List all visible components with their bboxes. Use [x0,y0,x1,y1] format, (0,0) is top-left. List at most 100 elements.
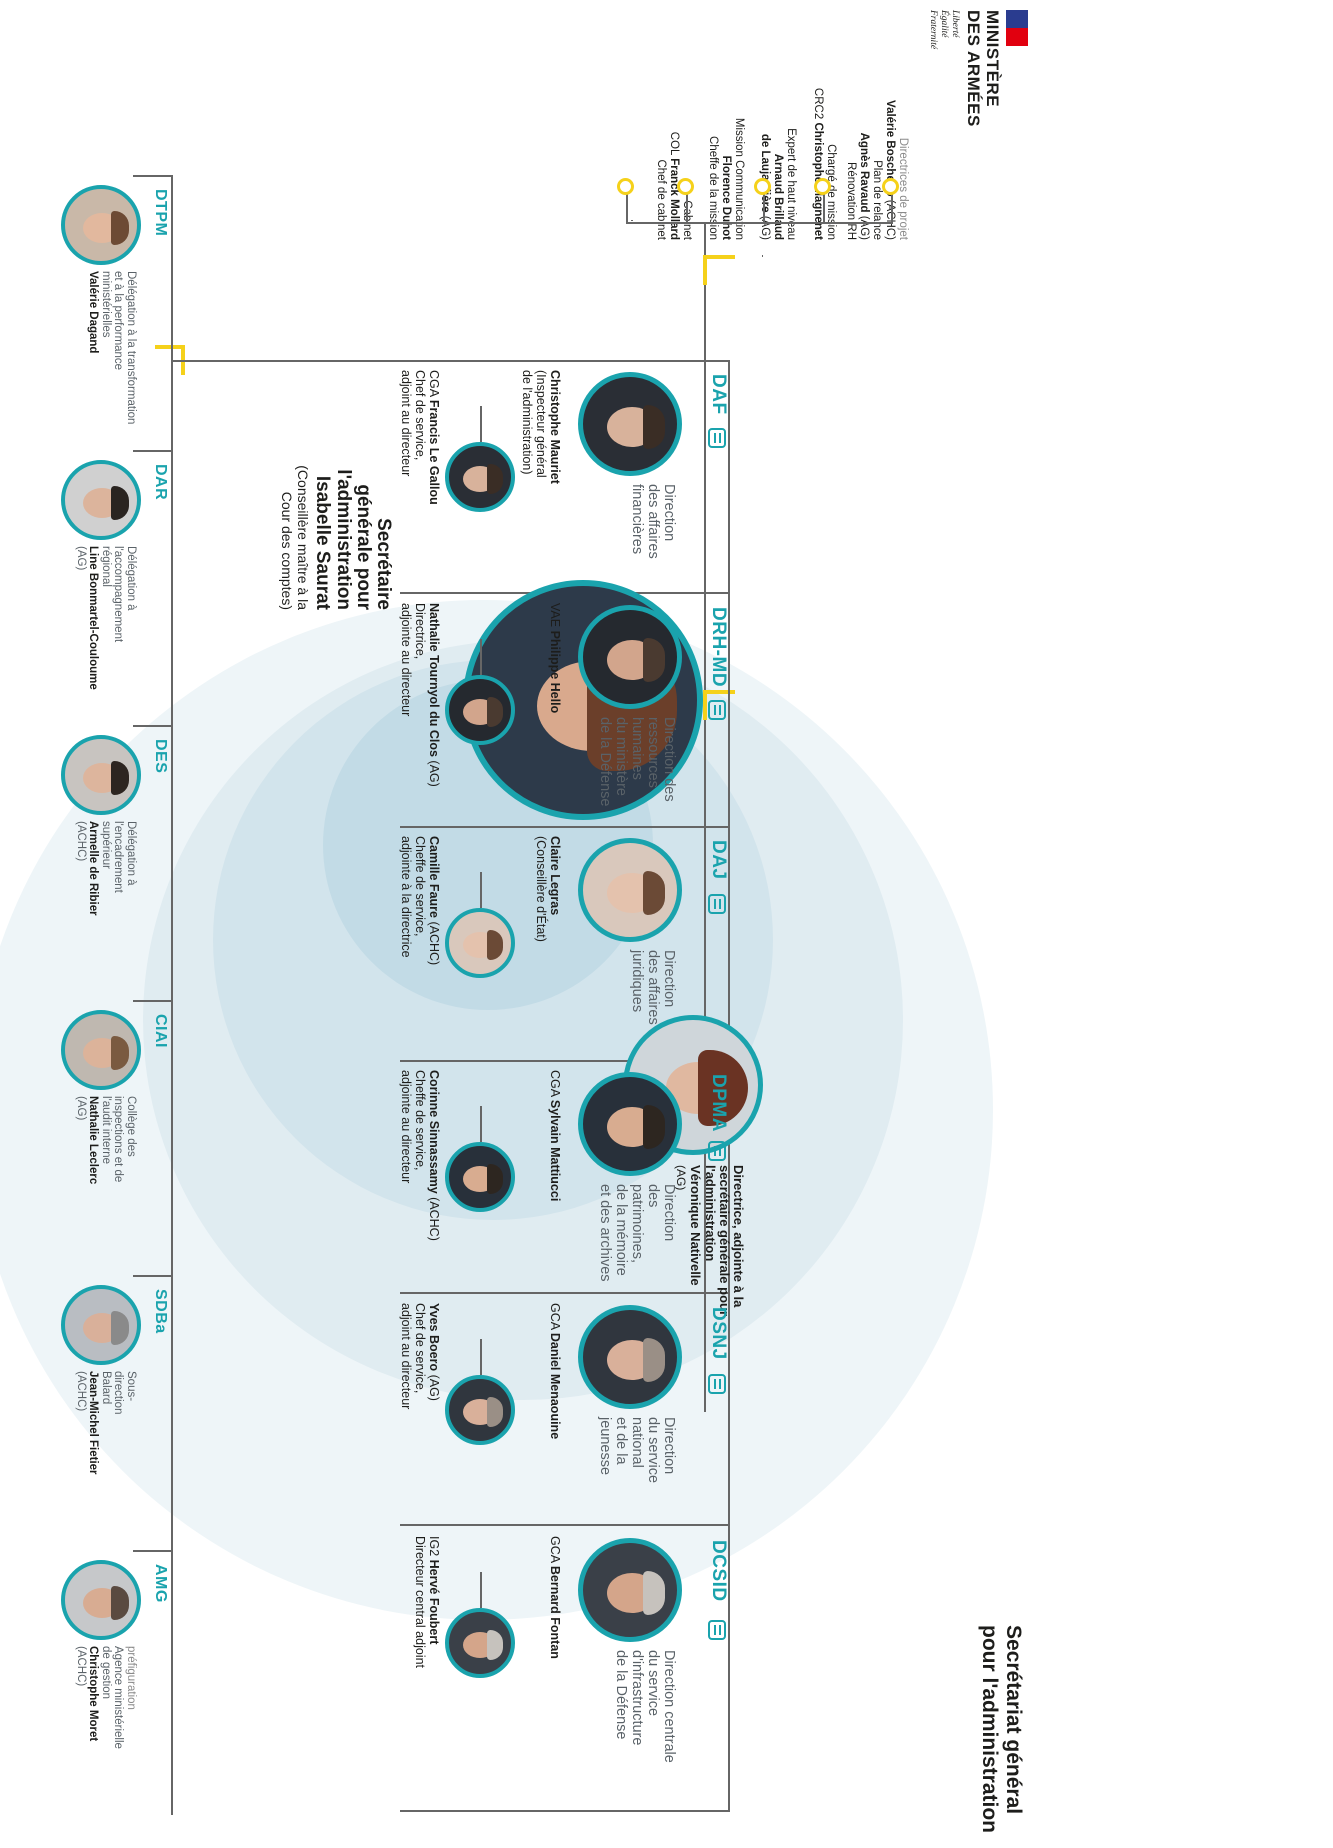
people-group-icon [705,697,731,723]
delegation-head-photo [61,460,141,540]
cabinet-stub [686,190,688,224]
deputy-connector-line [480,872,482,908]
youth-icon [705,1371,731,1397]
directorate-head-photo [578,372,682,476]
directorate-head-photo [578,838,682,942]
cabinet-stub [891,190,893,224]
directorate-deputy: Camille Faure (ACHC)Cheffe de service,ad… [399,836,441,966]
directorate-deputy: Corinne Sinnassamy (ACHC)Cheffe de servi… [399,1070,441,1241]
junction-marker [705,255,735,259]
cabinet-node [882,178,899,195]
directorate-code: DAF [708,374,729,415]
delegation-head-photo [61,1560,141,1640]
motto-3: Fraternité [928,10,938,50]
directorate-head: GCA Daniel Menaouine [548,1303,562,1440]
directorate-code: DPMA [708,1074,729,1132]
directorate-head: CGA Sylvain Mattiucci [548,1070,562,1202]
directorate-deputy-photo [445,442,515,512]
deputy-connector-line [480,406,482,442]
delegation-code: SDBa [152,1289,169,1334]
delegation-head-photo [61,1285,141,1365]
junction-marker [703,255,707,285]
secretary-name: Isabelle Saurat [312,475,333,610]
directorate-deputy: Yves Boero (AG)Chef de service,adjoint a… [399,1303,441,1410]
directorate-deputy: Nathalie Tournyol du Clos (AG)Directrice… [399,603,441,787]
flag-icon [1006,10,1028,46]
money-bag-icon [705,425,731,451]
page-title-line1: Secrétariat général [1002,1625,1025,1815]
directorate-deputy-photo [445,1608,515,1678]
directorate-deputy-photo [445,908,515,978]
delegation-bus [171,175,173,1815]
delegation-code: AMG [152,1564,169,1603]
motto-2: Égalité [939,10,949,38]
cabinet-item: Directrices de projet Valérie Boschetto … [845,100,909,240]
column-divider [400,1810,730,1812]
deputy-connector-line [480,1572,482,1608]
cabinet-node [677,178,694,195]
directorate-head: VAE Philippe Hello [548,603,562,714]
delegation-stub [133,725,173,727]
cabinet-connector [762,255,763,257]
cabinet-node [754,178,771,195]
cabinet-node [814,178,831,195]
deputy-connector-line [480,1339,482,1375]
scales-icon [705,891,731,917]
directorate-deputy-photo [445,1142,515,1212]
cabinet-stub [763,190,765,224]
delegation-code: DES [152,739,169,774]
delegation-head-photo [61,185,141,265]
directorate-code: DRH-MD [708,607,729,688]
cabinet-bus [631,220,633,221]
directorate-head-photo [578,1538,682,1642]
directorate-code: DAJ [708,840,729,880]
delegation-code: DTPM [152,189,169,237]
deputy-connector-line [480,639,482,675]
delegation-code: DAR [152,464,169,501]
delegation-stub [133,1000,173,1002]
secretary-label: Secrétaire générale pour l'administratio… [279,420,394,610]
directorate-head: GCA Bernard Fontan [548,1536,562,1659]
directorate-deputy-photo [445,675,515,745]
delegation-stub [133,175,173,177]
ministry-line1: MINISTÈRE [983,10,1002,108]
motto-1: Liberté [950,10,960,38]
delegation-head-photo [61,735,141,815]
museum-icon [705,1138,731,1164]
cabinet-stub [626,190,628,224]
ministry-line2: DES ARMÉES [964,10,983,127]
delegation-code: CIAI [152,1014,169,1048]
cabinet-item: Mission Communication Florence Duhot Che… [707,117,745,240]
directorate-head-photo [578,1072,682,1176]
cabinet-bus-line [628,222,893,224]
directorate-code: DSNJ [708,1307,729,1360]
delegation-stub [133,1275,173,1277]
cabinet-stub [823,190,825,224]
crane-icon [705,1617,731,1643]
cabinet-item-role: Chef de cabinet [655,159,667,240]
